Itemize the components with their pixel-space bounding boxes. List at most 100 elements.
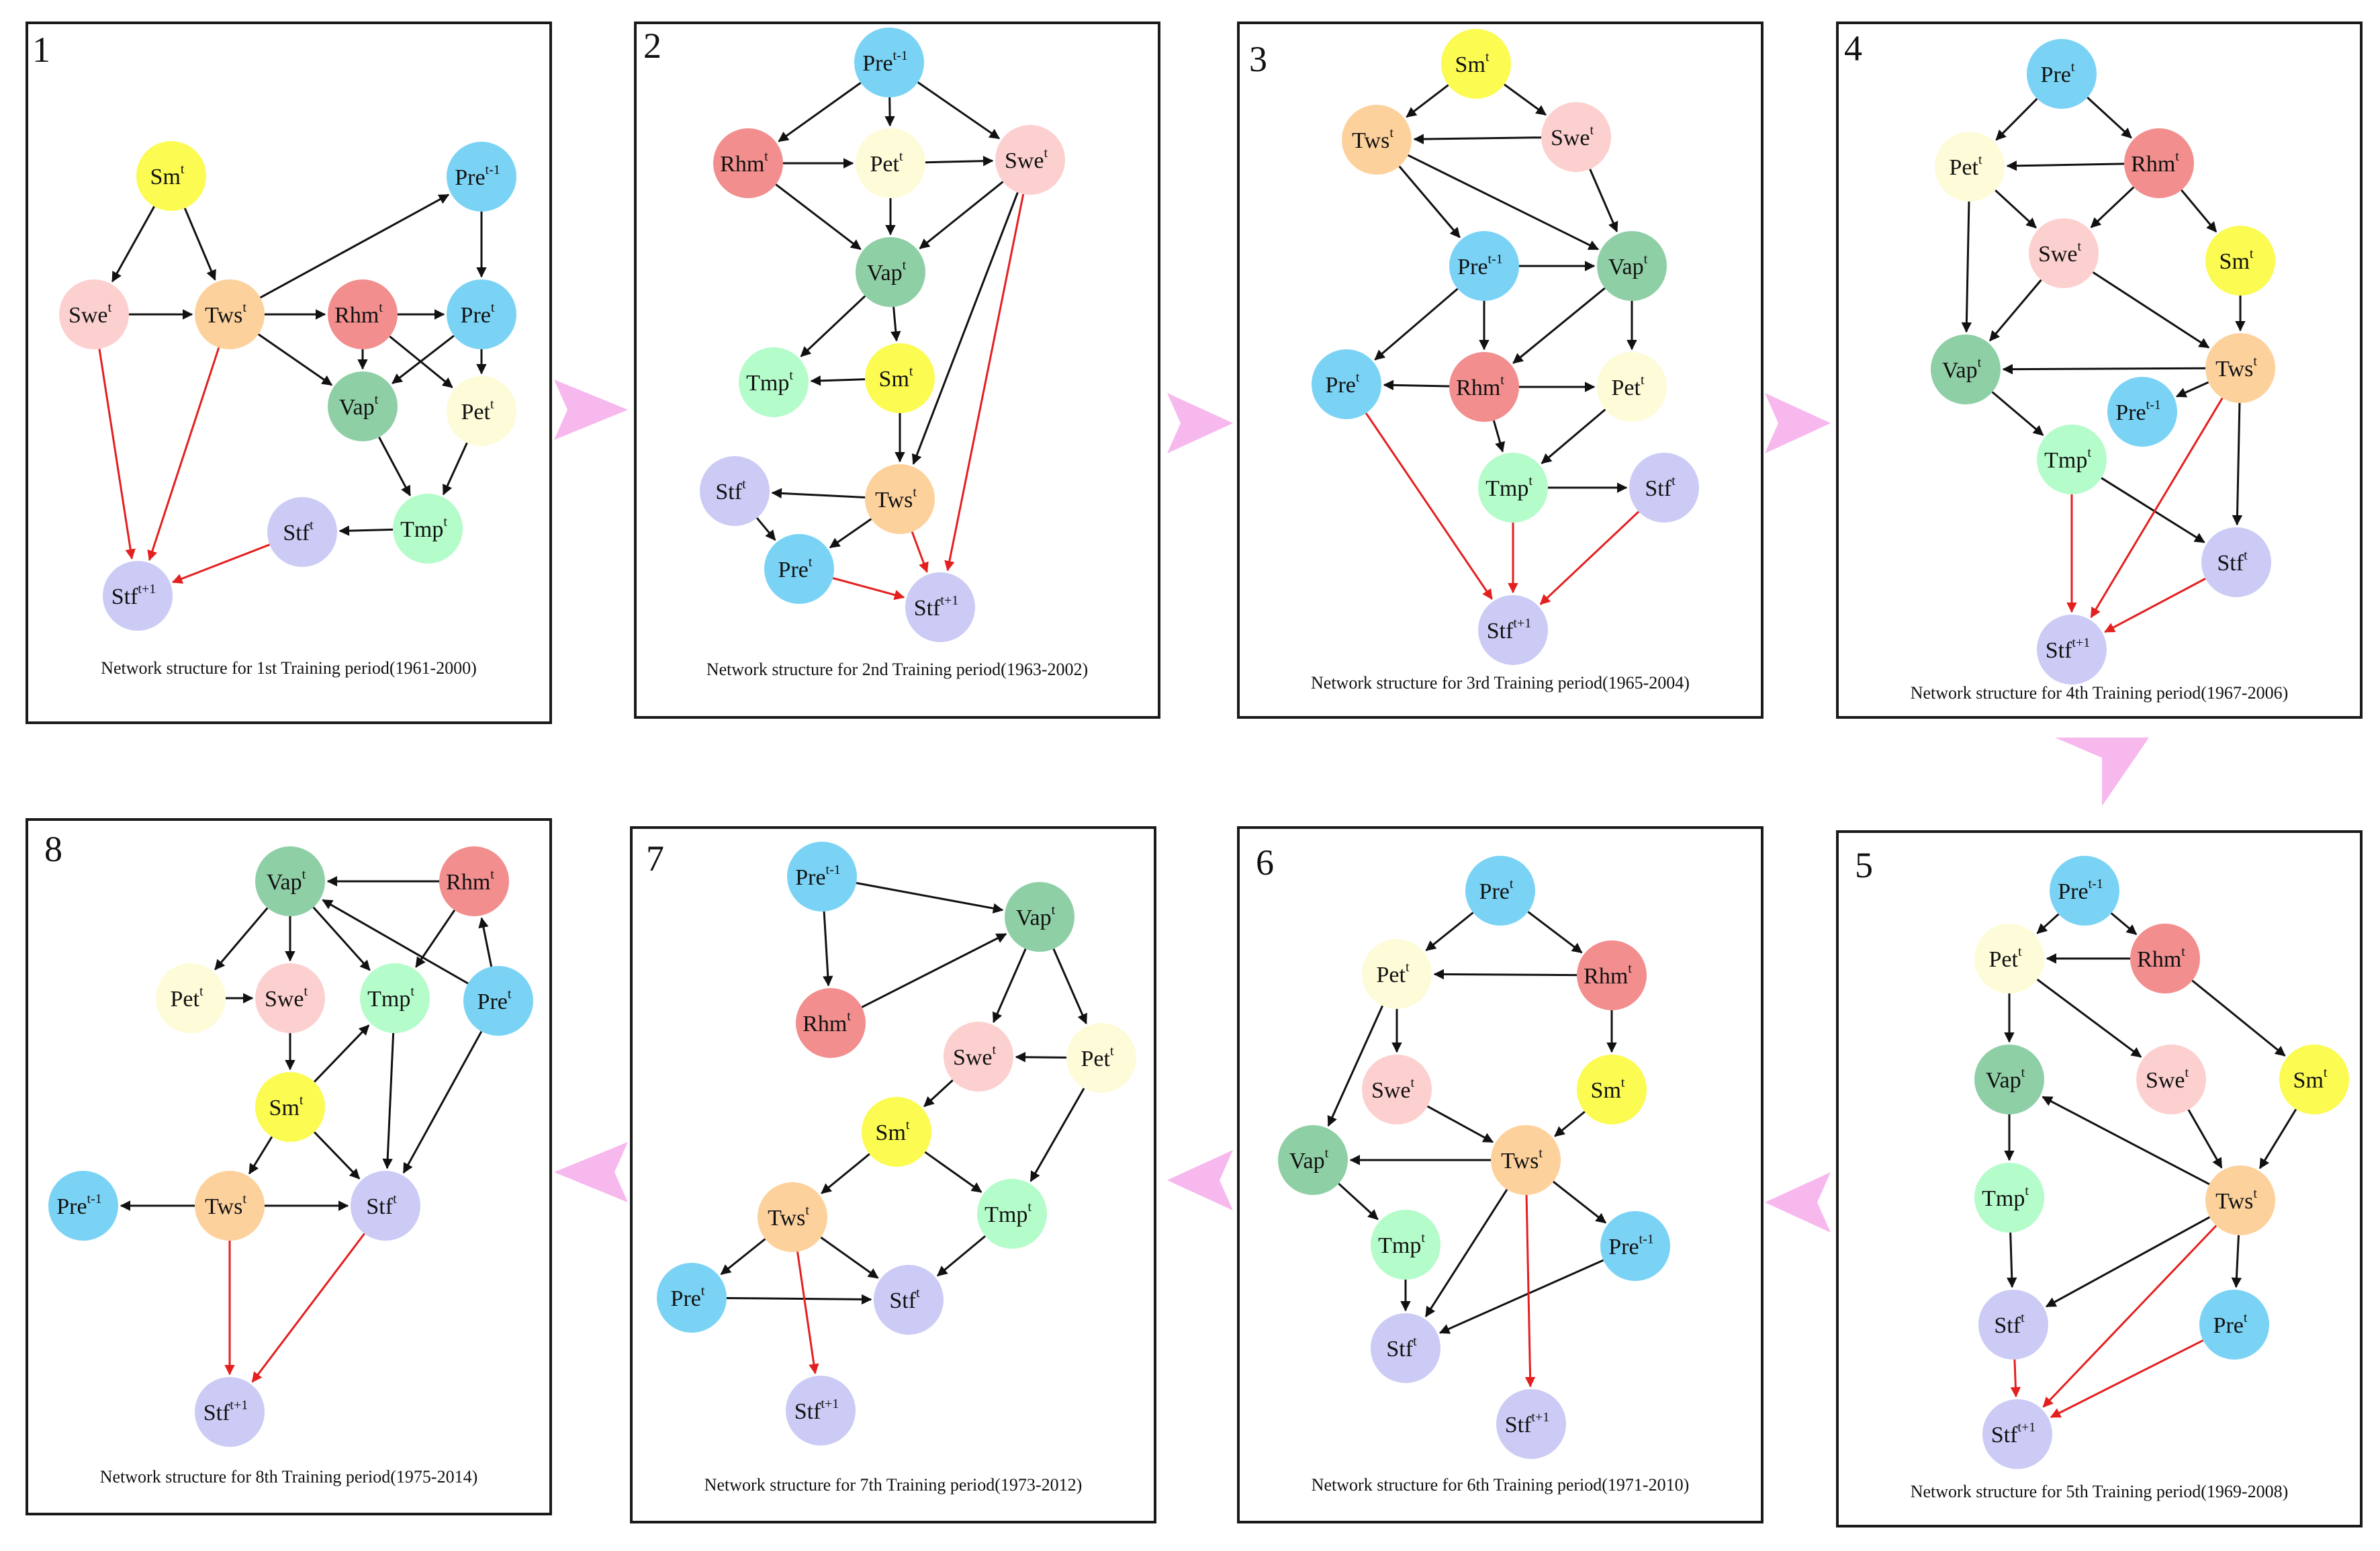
node-circle bbox=[195, 1377, 265, 1447]
edge-tmp-to-stf bbox=[338, 525, 394, 536]
node-var: Stf bbox=[366, 1194, 393, 1219]
node-label: Pret-1 bbox=[56, 1192, 102, 1219]
node-circle bbox=[48, 1171, 118, 1241]
node-var: Tws bbox=[205, 303, 242, 328]
node-label: Stft+1 bbox=[1505, 1410, 1550, 1437]
node-var: Sm bbox=[2293, 1068, 2324, 1093]
node-tmp: Tmpt bbox=[977, 1179, 1047, 1249]
edge-stf-to-stf1 bbox=[2010, 1359, 2021, 1398]
node-label: Tmpt bbox=[746, 368, 793, 396]
panel-number: 3 bbox=[1249, 39, 1267, 79]
node-pre1: Pret-1 bbox=[2050, 856, 2119, 926]
node-circle bbox=[2201, 527, 2271, 597]
node-superscript: t bbox=[1411, 1075, 1415, 1090]
node-var: Pet bbox=[870, 152, 899, 177]
node-superscript: t bbox=[1628, 961, 1632, 976]
edge-swe-to-stf1 bbox=[98, 349, 136, 560]
node-superscript: t bbox=[2071, 60, 2075, 75]
node-superscript: t bbox=[2324, 1065, 2328, 1080]
panel-frame bbox=[630, 826, 1156, 1523]
edge-tws-to-stf1 bbox=[1524, 1194, 1536, 1388]
node-label: Pett bbox=[1611, 373, 1644, 400]
node-label: Pett bbox=[870, 149, 903, 177]
edge-tws-to-pre bbox=[2231, 1235, 2242, 1288]
node-sm: Smt bbox=[862, 1097, 931, 1167]
node-circle bbox=[195, 1171, 265, 1241]
node-tws: Twst bbox=[865, 464, 935, 534]
node-superscript: t bbox=[847, 1009, 851, 1024]
node-circle bbox=[1597, 231, 1667, 301]
node-tws: Twst bbox=[2205, 1165, 2275, 1235]
node-label: Pret-1 bbox=[795, 862, 841, 890]
node-label: Rhmt bbox=[2131, 149, 2179, 177]
edge-tws-to-pre1 bbox=[259, 193, 450, 299]
edge-sm-to-tws bbox=[2258, 1108, 2297, 1169]
node-pet: Pett bbox=[1597, 352, 1667, 422]
node-swe: Swet bbox=[1362, 1055, 1432, 1124]
node-circle bbox=[874, 1265, 944, 1335]
node-circle bbox=[1371, 1210, 1440, 1280]
node-label: Twst bbox=[205, 1192, 246, 1219]
node-pre1: Pret-1 bbox=[48, 1171, 118, 1241]
edge-stf-to-stf1 bbox=[251, 1233, 365, 1383]
node-var: Vap bbox=[1986, 1068, 2021, 1093]
node-var: Tmp bbox=[2044, 448, 2087, 473]
node-superscript: t bbox=[1672, 474, 1676, 488]
node-superscript: t-1 bbox=[2089, 877, 2103, 891]
node-var: Pre bbox=[795, 865, 825, 890]
node-label: Twst bbox=[1501, 1146, 1543, 1173]
node-var: Stf bbox=[1386, 1337, 1413, 1362]
node-superscript: t bbox=[1500, 373, 1504, 388]
node-pet: Pett bbox=[1362, 939, 1432, 1009]
node-label: Vapt bbox=[867, 258, 907, 285]
node-var: Vap bbox=[267, 870, 302, 895]
node-label: Pret bbox=[2213, 1311, 2248, 1338]
node-swe: Swet bbox=[2136, 1045, 2206, 1114]
node-label: Stft+1 bbox=[1487, 616, 1532, 644]
node-superscript: t bbox=[300, 1093, 304, 1108]
node-superscript: t bbox=[2025, 1184, 2029, 1198]
edge-pre-to-stf bbox=[726, 1294, 872, 1305]
node-var: Sm bbox=[150, 165, 181, 189]
node-circle bbox=[1362, 1055, 1432, 1124]
node-superscript: t bbox=[393, 1192, 397, 1206]
node-superscript: t+1 bbox=[2072, 635, 2090, 650]
edge-tws-to-stf bbox=[1424, 1189, 1508, 1317]
edge-pre-to-pet bbox=[1425, 912, 1474, 952]
panel-number: 1 bbox=[32, 30, 50, 70]
node-label: Stft bbox=[2217, 548, 2248, 576]
node-var: Tmp bbox=[1378, 1233, 1421, 1258]
node-superscript: t bbox=[443, 515, 447, 529]
node-tmp: Tmpt bbox=[393, 494, 463, 564]
node-label: Tmpt bbox=[1485, 474, 1532, 501]
edges bbox=[1961, 97, 2246, 633]
edge-pet-to-tmp bbox=[1541, 408, 1606, 464]
node-superscript: t-1 bbox=[2146, 398, 2161, 412]
edge-sm-to-swe bbox=[1504, 83, 1547, 116]
node-label: Smt bbox=[2219, 247, 2254, 274]
node-pre1: Pret-1 bbox=[1600, 1211, 1670, 1281]
node-label: Swet bbox=[1005, 146, 1048, 173]
node-var: Swe bbox=[953, 1045, 993, 1070]
node-label: Pret bbox=[477, 987, 512, 1014]
edge-rhm-to-vap bbox=[775, 183, 862, 251]
node-tws: Twst bbox=[195, 1171, 265, 1241]
node-label: Twst bbox=[875, 485, 917, 513]
panel-caption: Network structure for 7th Training perio… bbox=[704, 1475, 1083, 1495]
node-superscript: t bbox=[2087, 445, 2091, 460]
node-var: Pet bbox=[170, 987, 199, 1012]
node-var: Pre bbox=[1608, 1235, 1639, 1259]
edge-pre-to-vap bbox=[322, 899, 469, 985]
node-label: Swet bbox=[1371, 1075, 1415, 1103]
node-label: Pret-1 bbox=[455, 163, 500, 190]
node-superscript: t bbox=[742, 477, 746, 492]
node-var: Sm bbox=[876, 1120, 906, 1145]
node-label: Smt bbox=[1591, 1075, 1625, 1103]
panel-number: 5 bbox=[1855, 845, 1873, 885]
node-superscript: t bbox=[1978, 355, 1982, 370]
node-superscript: t bbox=[2175, 149, 2179, 164]
node-label: Swet bbox=[68, 300, 112, 328]
edge-sm-to-swe bbox=[111, 206, 155, 283]
node-var: Sm bbox=[879, 367, 909, 392]
